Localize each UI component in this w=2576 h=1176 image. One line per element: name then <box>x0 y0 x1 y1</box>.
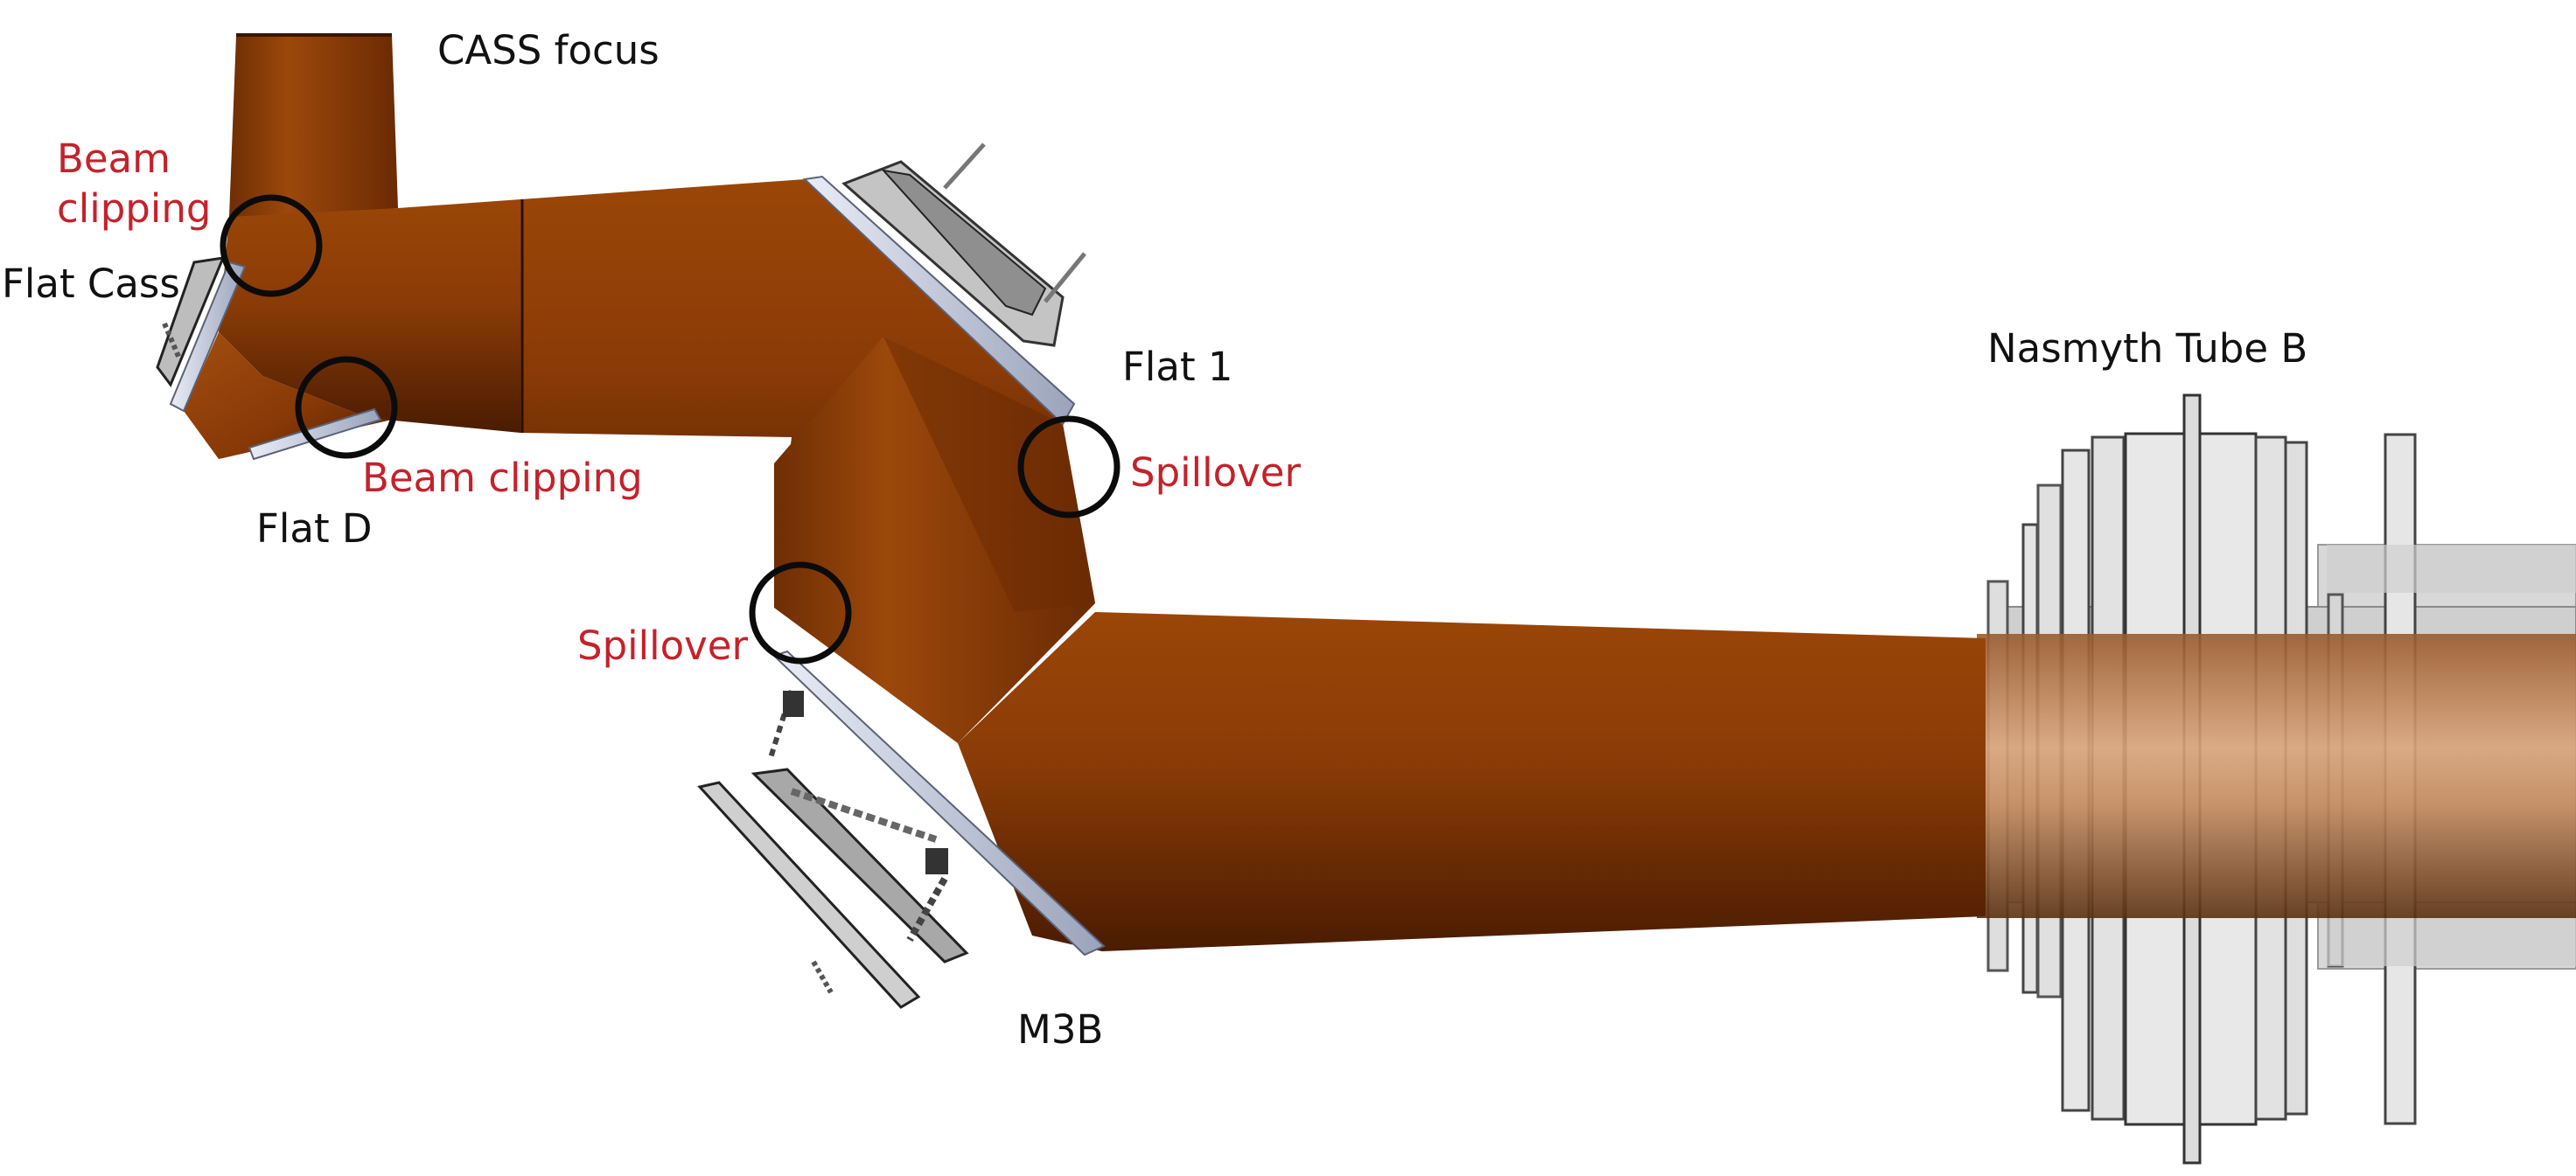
spillover-right-marker <box>1017 415 1120 518</box>
nasmyth-tube-b-label: Nasmyth Tube B <box>1987 325 2307 372</box>
flat-1-mirror-surface <box>802 175 1076 426</box>
beam-nasmyth-horizontal <box>958 612 1986 951</box>
flat-d-mirror <box>248 407 382 461</box>
beam-upper-left <box>219 199 520 433</box>
m3b-mirror <box>697 650 1106 1009</box>
m3b-mount-plate <box>697 781 921 1009</box>
beam-cass-vertical <box>229 35 398 220</box>
flat-cass-label: Flat Cass <box>2 261 180 307</box>
flat-1-label: Flat 1 <box>1122 344 1233 390</box>
tube-inner-shade-bottom <box>2327 918 2576 966</box>
spillover-left-label: Spillover <box>577 623 748 669</box>
beam-clipping-top-label-line2: clipping <box>57 185 211 232</box>
flat-cass-rod <box>162 322 182 360</box>
m3b-strut-1 <box>790 788 938 843</box>
flat-1-rod-2 <box>1044 252 1086 303</box>
cass-focus-label: CASS focus <box>437 27 660 73</box>
flat-1-mirror <box>802 143 1086 426</box>
flat-cass-mirror <box>156 256 247 413</box>
m3b-label: M3B <box>1017 1006 1103 1053</box>
spillover-left-marker <box>749 561 852 665</box>
m3b-mount-frame <box>750 768 969 964</box>
flat-1-mount-detail <box>881 169 1047 317</box>
m3b-foot <box>811 960 834 994</box>
flat-cass-mirror-surface <box>169 261 247 413</box>
m3b-strut-2 <box>906 877 948 942</box>
beam-diagonal-shade <box>883 337 1095 612</box>
beam-clipping-mid-marker <box>295 356 398 459</box>
tube-inner-shade-top <box>2327 545 2576 593</box>
beam-clipping-mid-label: Beam clipping <box>362 455 643 501</box>
spillover-right-label: Spillover <box>1130 449 1301 496</box>
flat-d-label: Flat D <box>256 505 373 552</box>
flat-1-rod-1 <box>943 143 986 190</box>
m3b-actuator-2 <box>783 691 804 717</box>
m3b-actuator-1 <box>925 848 948 874</box>
beam-clipping-top-marker <box>220 194 323 297</box>
beam-clipping-top-label-line1: Beam <box>57 136 171 182</box>
beam-in-tube <box>1977 634 2576 918</box>
m3b-mirror-surface <box>772 650 1106 957</box>
